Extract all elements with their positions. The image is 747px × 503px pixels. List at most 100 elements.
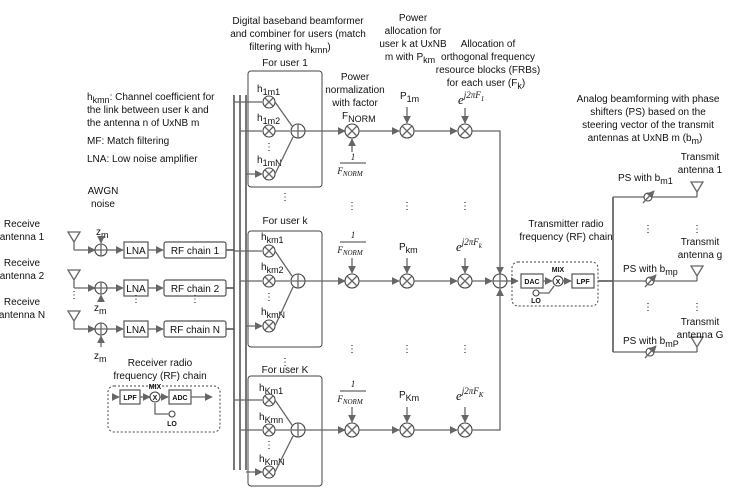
svg-text:antenna N: antenna N bbox=[0, 310, 45, 321]
svg-text:RF chain 1: RF chain 1 bbox=[171, 246, 220, 257]
svg-text:and combiner for users (match: and combiner for users (match bbox=[230, 29, 366, 40]
svg-text:zm: zm bbox=[96, 227, 109, 240]
svg-text:⋮: ⋮ bbox=[347, 201, 357, 212]
svg-text:1: 1 bbox=[351, 379, 356, 389]
svg-text:shifters (PS) based on the: shifters (PS) based on the bbox=[590, 107, 706, 118]
svg-text:h1m2: h1m2 bbox=[257, 113, 280, 126]
svg-text:FNORM: FNORM bbox=[336, 245, 364, 257]
power-norm-row-K: 1 FNORM bbox=[336, 379, 400, 438]
svg-text:Allocation of: Allocation of bbox=[461, 39, 516, 50]
svg-text:normalization: normalization bbox=[325, 85, 384, 96]
ps-row-1: PS with bm1 Transmit antenna 1 bbox=[613, 152, 723, 204]
svg-text:antenna G: antenna G bbox=[677, 330, 724, 341]
svg-text:⋮: ⋮ bbox=[692, 224, 702, 235]
svg-text:Receiver radio: Receiver radio bbox=[128, 358, 193, 369]
receive-antenna-1: Receive antenna 1 bbox=[0, 219, 82, 250]
ps-row-g: PS with bmp Transmit antenna g bbox=[613, 237, 723, 288]
svg-text:antenna 2: antenna 2 bbox=[0, 271, 45, 282]
svg-text:LNA: LNA bbox=[126, 284, 146, 295]
svg-text:for each user (Fk): for each user (Fk) bbox=[447, 78, 525, 91]
svg-text:filtering with hkmn): filtering with hkmn) bbox=[249, 42, 331, 55]
power-alloc-row-1: P1m bbox=[399, 91, 458, 139]
rx-chain-box bbox=[107, 385, 221, 433]
receive-antenna-2: Receive antenna 2 bbox=[0, 258, 82, 288]
svg-text:⋮: ⋮ bbox=[402, 344, 412, 355]
antenna-icon bbox=[66, 231, 82, 250]
heading-analog-beamforming: Analog beamforming with phase shifters (… bbox=[577, 94, 720, 146]
svg-text:orthogonal frequency: orthogonal frequency bbox=[441, 52, 535, 63]
lo-icon bbox=[532, 289, 540, 297]
power-norm-row-k: 1 FNORM bbox=[336, 230, 400, 289]
svg-text:hKmN: hKmN bbox=[259, 454, 285, 467]
svg-text:frequency (RF) chain: frequency (RF) chain bbox=[519, 232, 612, 243]
svg-text:Pkm: Pkm bbox=[399, 242, 418, 255]
svg-text:ej2πFK: ej2πFK bbox=[456, 386, 484, 403]
svg-text:LNA: Low noise amplifier: LNA: Low noise amplifier bbox=[87, 154, 198, 165]
receive-row-N: zm LNA RF chain N bbox=[74, 320, 234, 364]
svg-text:Power: Power bbox=[341, 72, 370, 83]
svg-text:1: 1 bbox=[351, 230, 356, 240]
user-1-group: For user 1 h1m1 h1m2 ⋮ h1mN bbox=[234, 58, 346, 188]
heading-digital-beamformer: Digital baseband beamformer and combiner… bbox=[230, 16, 366, 55]
legend: hkmn: Channel coefficient for the link b… bbox=[87, 92, 215, 165]
svg-text:antennas at UxNB m (bm): antennas at UxNB m (bm) bbox=[588, 133, 703, 146]
svg-text:m with Pkm: m with Pkm bbox=[385, 52, 435, 65]
lo-icon bbox=[168, 410, 176, 418]
heading-frb-allocation: Allocation of orthogonal frequency resou… bbox=[436, 39, 540, 91]
svg-text:⋮: ⋮ bbox=[264, 440, 274, 451]
svg-text:hkm2: hkm2 bbox=[261, 262, 284, 275]
svg-text:hkm1: hkm1 bbox=[261, 232, 284, 245]
svg-text:LO: LO bbox=[531, 298, 541, 305]
svg-text:the antenna n of UxNB m: the antenna n of UxNB m bbox=[87, 118, 199, 129]
tx-rf-chain: Transmitter radio frequency (RF) chain D… bbox=[511, 219, 613, 307]
svg-text:LPF: LPF bbox=[576, 279, 590, 286]
svg-text:FNORM: FNORM bbox=[336, 394, 364, 406]
svg-text:user k at UxNB: user k at UxNB bbox=[379, 39, 447, 50]
rx-rf-chain: Receiver radio frequency (RF) chain LPF … bbox=[107, 358, 221, 433]
svg-text:⋮: ⋮ bbox=[402, 201, 412, 212]
svg-text:MIX: MIX bbox=[552, 267, 565, 274]
receive-row-2: zm LNA RF chain 2 bbox=[74, 279, 234, 316]
svg-text:resource blocks (FRBs): resource blocks (FRBs) bbox=[436, 65, 540, 76]
receive-row-1: zm LNA RF chain 1 bbox=[74, 227, 234, 259]
svg-text:⋮: ⋮ bbox=[643, 224, 653, 235]
svg-text:LO: LO bbox=[167, 421, 177, 428]
svg-text:Analog beamforming with phase: Analog beamforming with phase bbox=[577, 94, 720, 105]
svg-text:FNORM: FNORM bbox=[336, 166, 364, 178]
svg-text:P1m: P1m bbox=[400, 91, 419, 104]
svg-text:Receive: Receive bbox=[4, 219, 41, 230]
svg-text:FNORM: FNORM bbox=[342, 111, 376, 124]
frb-row-1: ej2πF1 bbox=[457, 90, 504, 275]
svg-text:antenna 1: antenna 1 bbox=[0, 232, 45, 243]
final-summer bbox=[492, 273, 519, 289]
svg-text:For user 1: For user 1 bbox=[262, 58, 308, 69]
svg-text:zm: zm bbox=[94, 303, 107, 316]
svg-text:antenna g: antenna g bbox=[678, 250, 723, 261]
svg-text:⋮: ⋮ bbox=[692, 302, 702, 313]
svg-text:ej2πF1: ej2πF1 bbox=[458, 90, 484, 107]
svg-text:1: 1 bbox=[351, 152, 356, 162]
user-box bbox=[247, 70, 323, 188]
svg-text:h1mN: h1mN bbox=[257, 155, 282, 168]
svg-text:PKm: PKm bbox=[399, 390, 419, 403]
svg-text:⋮: ⋮ bbox=[347, 344, 357, 355]
svg-text:hKmn: hKmn bbox=[259, 412, 283, 425]
svg-text:Transmitter radio: Transmitter radio bbox=[528, 219, 604, 230]
heading-power-normalization: Power normalization with factor bbox=[325, 72, 384, 109]
svg-text:LNA: LNA bbox=[126, 325, 146, 336]
svg-text:Receive: Receive bbox=[4, 258, 41, 269]
svg-text:⋮: ⋮ bbox=[280, 357, 290, 368]
svg-text:⋮: ⋮ bbox=[460, 344, 470, 355]
svg-text:MIX: MIX bbox=[149, 384, 162, 391]
receive-antenna-N: Receive antenna N bbox=[0, 297, 82, 329]
svg-text:zm: zm bbox=[94, 351, 107, 364]
svg-text:noise: noise bbox=[91, 199, 115, 210]
svg-text:⋮: ⋮ bbox=[69, 290, 79, 301]
svg-text:PS with bmp: PS with bmp bbox=[623, 264, 678, 277]
power-alloc-row-K: PKm bbox=[399, 390, 458, 438]
svg-text:RF chain 2: RF chain 2 bbox=[171, 284, 220, 295]
svg-text:⋮: ⋮ bbox=[131, 294, 141, 305]
svg-text:X: X bbox=[556, 279, 561, 286]
svg-text:h1m1: h1m1 bbox=[257, 84, 280, 97]
